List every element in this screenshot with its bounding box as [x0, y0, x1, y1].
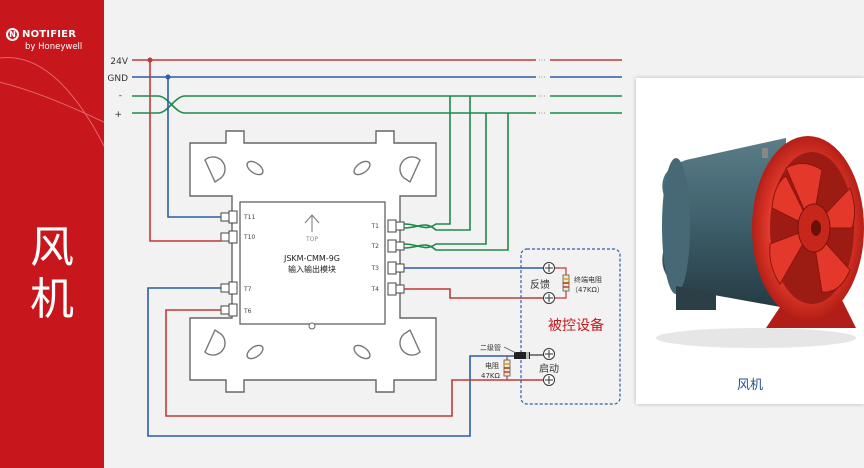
- terminal-label-t2: T2: [371, 243, 380, 250]
- device-screw-terminals: [543, 262, 555, 386]
- bus-label-minus: -: [119, 91, 122, 101]
- terminal-label-t3: T3: [371, 265, 380, 272]
- axial-fan-image: [656, 136, 864, 348]
- brand-logo: N NOTIFIER by Honeywell: [6, 28, 82, 52]
- fan-photo-caption: 风机: [736, 378, 763, 393]
- terminal-label-t1: T1: [371, 223, 380, 230]
- controlled-device-box: [520, 248, 621, 405]
- wire-loop-to-t1-t2: [403, 96, 509, 251]
- eol-resistor-label: 终端电阻: [574, 275, 602, 284]
- bus-label-gnd: GND: [107, 74, 128, 84]
- terminal-label-t10: T10: [243, 234, 255, 241]
- notifier-logo-icon: N: [6, 28, 19, 41]
- sidebar-swoosh-decoration: [0, 57, 104, 148]
- svg-text:···: ···: [538, 56, 546, 65]
- diode-leader-line: [503, 346, 517, 354]
- terminal-label-t6: T6: [243, 308, 252, 315]
- wiring-diagram: 24V GND - + ··· ··· ··· ··· TOP JSKM-CMM-9G…: [107, 56, 622, 437]
- wire-t7-to-start: [147, 287, 514, 437]
- mounting-holes: [204, 156, 421, 360]
- svg-text:···: ···: [538, 109, 546, 118]
- diode-label: 二级管: [480, 343, 501, 352]
- bus-minus-line: [132, 95, 622, 114]
- terminal-label-t4: T4: [371, 286, 380, 293]
- start-resistor-value: 47KΩ: [481, 372, 500, 380]
- brand-name: NOTIFIER: [22, 29, 77, 40]
- sidebar-title-line1: 风: [30, 222, 74, 273]
- module-indicator-led: [308, 322, 316, 330]
- terminal-label-t11: T11: [243, 214, 255, 221]
- wire-t4-to-feedback: [404, 288, 544, 299]
- wire-t6-to-start: [165, 309, 544, 417]
- module-name: 输入输出模块: [288, 264, 336, 274]
- terminal-label-t7: T7: [243, 286, 252, 293]
- bus-break-dots: ··· ··· ··· ···: [538, 56, 546, 118]
- top-arrow-icon: [304, 214, 320, 232]
- terminal-blocks: [220, 210, 405, 317]
- sidebar: N NOTIFIER by Honeywell 风 机: [0, 0, 104, 468]
- bus-label-24v: 24V: [110, 57, 128, 67]
- svg-text:···: ···: [538, 73, 546, 82]
- start-label: 启动: [539, 362, 559, 375]
- module-model: JSKM-CMM-9G: [283, 254, 340, 263]
- brand-subtitle: by Honeywell: [25, 42, 83, 52]
- controlled-device-title: 被控设备: [548, 317, 604, 334]
- eol-resistor-value: （47KΩ）: [571, 286, 604, 294]
- wire-24v-to-t10: [149, 60, 221, 242]
- fan-photo-card: 风机: [636, 78, 864, 404]
- start-resistor-label: 电阻: [485, 361, 499, 370]
- diode-icon: [514, 352, 530, 359]
- sidebar-title-line2: 机: [30, 274, 74, 325]
- bus-label-plus: +: [114, 110, 122, 120]
- eol-resistor-bands: [563, 278, 569, 288]
- feedback-label: 反馈: [530, 278, 550, 291]
- wire-gnd-to-t11: [167, 77, 221, 218]
- start-resistor-bands: [504, 363, 510, 373]
- sidebar-title: 风 机: [0, 222, 104, 326]
- module-top-label: TOP: [305, 236, 318, 243]
- svg-text:···: ···: [538, 92, 546, 101]
